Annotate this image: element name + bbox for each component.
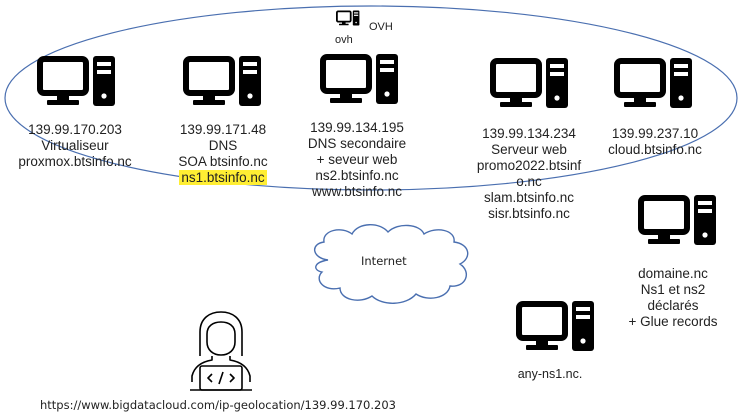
registrar-declared: déclarés: [647, 298, 699, 313]
any-ns1-label: any-ns1.nc.: [517, 367, 583, 381]
server-hostname: sisr.btsinfo.nc: [488, 206, 570, 221]
ovh-zone-label: OVH: [369, 21, 393, 33]
registrar-domain: domaine.nc: [638, 266, 708, 281]
computer-icon: [614, 57, 694, 109]
computer-icon: [638, 194, 718, 246]
geolocation-link[interactable]: https://www.bigdatacloud.com/ip-geolocat…: [40, 398, 396, 412]
server-hostname-highlighted: ns1.btsinfo.nc: [179, 170, 267, 185]
server-hostname: slam.btsinfo.nc: [483, 190, 575, 205]
registrar-glue: + Glue records: [628, 314, 718, 329]
server-hostname-cont: o.nc: [516, 174, 542, 189]
server-ip: 139.99.170.203: [28, 122, 122, 137]
server-role: Serveur web: [491, 142, 567, 157]
developer-icon[interactable]: [186, 310, 256, 391]
computer-icon: [183, 55, 263, 107]
ovh-zone-sublabel: ovh: [335, 34, 353, 46]
server-ip: 139.99.134.234: [482, 126, 576, 141]
server-hostname: ns2.btsinfo.nc: [315, 168, 399, 183]
server-ip: 139.99.237.10: [611, 126, 699, 141]
server-hostname: promo2022.btsinf: [476, 158, 582, 173]
registrar-ns: Ns1 et ns2: [640, 282, 706, 297]
server-role: DNS: [208, 138, 238, 153]
server-hostname: proxmox.btsinfo.nc: [18, 154, 132, 169]
server-hostname: cloud.btsinfo.nc: [608, 142, 702, 157]
ovh-zone-icon: [335, 9, 361, 27]
server-hostname: www.btsinfo.nc: [311, 184, 403, 199]
server-role-extra: + seveur web: [316, 152, 398, 167]
computer-icon: [37, 55, 117, 107]
computer-icon: [320, 53, 400, 105]
computer-icon: [490, 57, 570, 109]
computer-icon: [516, 300, 596, 352]
server-ip: 139.99.134.195: [310, 120, 404, 135]
internet-label: Internet: [361, 254, 407, 268]
cloud-icon: [314, 224, 469, 304]
server-soa: SOA btsinfo.nc: [178, 154, 268, 169]
server-ip: 139.99.171.48: [179, 122, 267, 137]
server-role: DNS secondaire: [307, 136, 407, 151]
ovh-zone-ellipse: [4, 5, 738, 191]
server-role: Virtualiseur: [41, 138, 109, 153]
